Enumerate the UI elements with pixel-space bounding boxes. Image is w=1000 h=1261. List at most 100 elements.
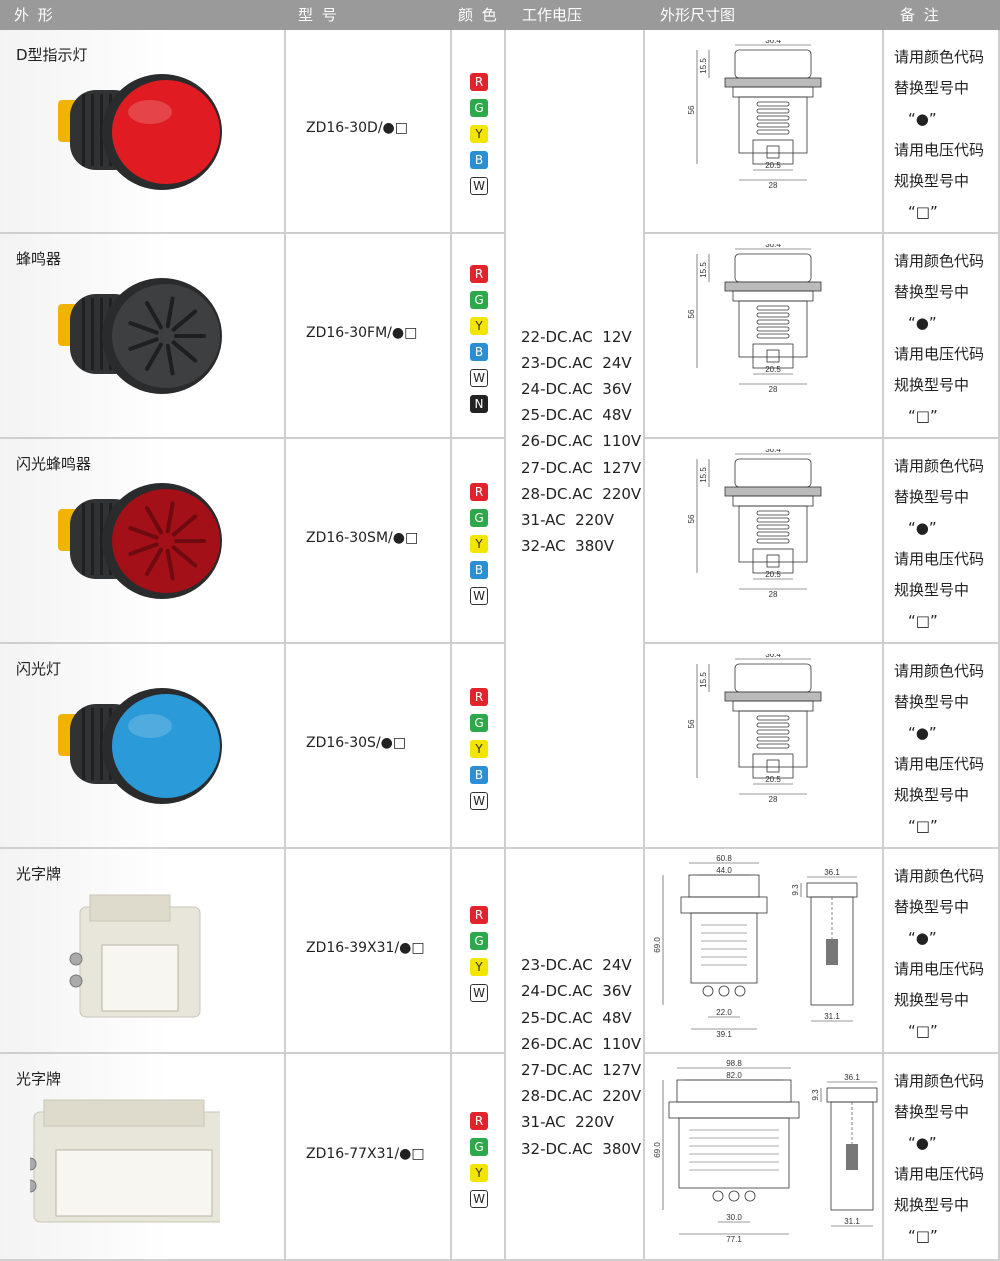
- remark-line: 规换型号中: [894, 786, 970, 804]
- model-number: ZD16-39X31/●□: [306, 939, 425, 956]
- remarks-text: 请用颜色代码替换型号中“●”请用电压代码规换型号中“□”: [894, 861, 1000, 1047]
- remarks-text: 请用颜色代码替换型号中“●”请用电压代码规换型号中“□”: [894, 246, 1000, 432]
- dim-base-width: 28: [769, 181, 778, 190]
- lens-shape: [112, 284, 220, 388]
- model-cell: ZD16-77X31/●□: [286, 1054, 452, 1261]
- voltage-option: 31-AC 220V: [521, 1113, 615, 1132]
- header-shape: 外 形: [14, 6, 55, 24]
- remarks-text: 请用颜色代码替换型号中“●”请用电压代码规换型号中“□”: [894, 1066, 1000, 1252]
- color-code-g: G: [470, 508, 488, 527]
- dim-inner-width: 82.0: [726, 1071, 742, 1080]
- remark-line: 替换型号中: [894, 488, 970, 506]
- color-code-r: R: [470, 264, 488, 283]
- remark-line: “□”: [908, 612, 938, 630]
- color-code-r: R: [470, 1111, 488, 1130]
- lens-shape: [112, 694, 220, 798]
- shape-cell: 蜂鸣器: [0, 234, 286, 439]
- model-cell: ZD16-39X31/●□: [286, 849, 452, 1054]
- remark-line: 请用电压代码: [894, 141, 985, 159]
- window-shape: [55, 1149, 213, 1217]
- dim-top-width: 60.8: [716, 855, 732, 863]
- color-code-w: W: [470, 177, 488, 195]
- product-name: 光字牌: [16, 865, 62, 883]
- remark-line: “□”: [908, 1022, 938, 1040]
- remark-line: “●”: [908, 110, 937, 128]
- shape-cell: D型指示灯: [0, 30, 286, 234]
- product-name: 闪光蜂鸣器: [16, 455, 92, 473]
- voltage-option: 23-DC.AC 24V: [521, 956, 632, 975]
- voltage-option: 27-DC.AC 127V: [521, 1060, 642, 1079]
- voltage-option: 24-DC.AC 36V: [521, 379, 632, 398]
- remark-line: 规换型号中: [894, 172, 970, 190]
- remark-line: 请用颜色代码: [894, 662, 985, 680]
- remarks-text: 请用颜色代码替换型号中“●”请用电压代码规换型号中“□”: [894, 451, 1000, 637]
- shape-cell: 光字牌: [0, 1054, 286, 1261]
- dim-base-width: 28: [769, 590, 778, 599]
- remark-line: “●”: [908, 519, 937, 537]
- color-code-b: B: [470, 560, 488, 579]
- dim-bottom-inner: 30.0: [726, 1213, 742, 1222]
- remarks-cell: 请用颜色代码替换型号中“●”请用电压代码规换型号中“□”: [884, 644, 1000, 849]
- remark-line: 请用颜色代码: [894, 48, 985, 66]
- window-shape: [101, 944, 179, 1012]
- header-voltage: 工作电压: [522, 6, 583, 24]
- header-model: 型 号: [298, 6, 339, 24]
- dim-inner-width: 20.5: [765, 365, 781, 374]
- voltage-option: 31-AC 220V: [521, 510, 615, 529]
- remark-line: 规换型号中: [894, 376, 970, 394]
- remarks-cell: 请用颜色代码替换型号中“●”请用电压代码规换型号中“□”: [884, 234, 1000, 439]
- screw-icon: [69, 974, 83, 988]
- color-code-y: Y: [470, 316, 488, 335]
- remark-line: 替换型号中: [894, 898, 970, 916]
- dim-top-width: 36.4: [765, 654, 781, 659]
- voltage-option: 25-DC.AC 48V: [521, 406, 632, 425]
- dim-side-bottom: 31.1: [824, 1012, 840, 1021]
- header-dimensions: 外形尺寸图: [660, 6, 736, 24]
- color-code-r: R: [470, 905, 488, 924]
- dim-cap-height: 15.5: [699, 262, 708, 278]
- model-cell: ZD16-30S/●□: [286, 644, 452, 849]
- remark-line: 请用颜色代码: [894, 252, 985, 270]
- voltage-option: 25-DC.AC 48V: [521, 1008, 632, 1027]
- dim-inner-width: 20.5: [765, 775, 781, 784]
- color-code-g: G: [470, 99, 488, 117]
- shape-cell: 闪光灯: [0, 644, 286, 849]
- remark-line: 请用电压代码: [894, 345, 985, 363]
- product-name: 蜂鸣器: [16, 250, 62, 268]
- remark-line: “●”: [908, 724, 937, 742]
- voltage-option: 32-AC 380V: [521, 537, 615, 556]
- color-code-w: W: [470, 1189, 488, 1208]
- remark-line: 请用电压代码: [894, 550, 985, 568]
- voltage-option: 28-DC.AC 220V: [521, 484, 642, 503]
- color-code-b: B: [470, 765, 488, 784]
- screw-icon: [69, 952, 83, 966]
- remark-line: 请用电压代码: [894, 755, 985, 773]
- color-code-y: Y: [470, 1163, 488, 1182]
- product-image: [58, 688, 222, 804]
- screw-icon: [30, 1157, 37, 1171]
- dim-bottom-width: 77.1: [726, 1235, 742, 1244]
- dim-cap-height: 9.3: [811, 1089, 820, 1101]
- dim-top-width: 36.4: [765, 40, 781, 45]
- remarks-cell: 请用颜色代码替换型号中“●”请用电压代码规换型号中“□”: [884, 439, 1000, 644]
- product-name: 光字牌: [16, 1070, 62, 1088]
- screw-icon: [30, 1179, 37, 1193]
- color-code-w: W: [470, 368, 488, 387]
- remark-line: “●”: [908, 314, 937, 332]
- product-image: [58, 278, 222, 394]
